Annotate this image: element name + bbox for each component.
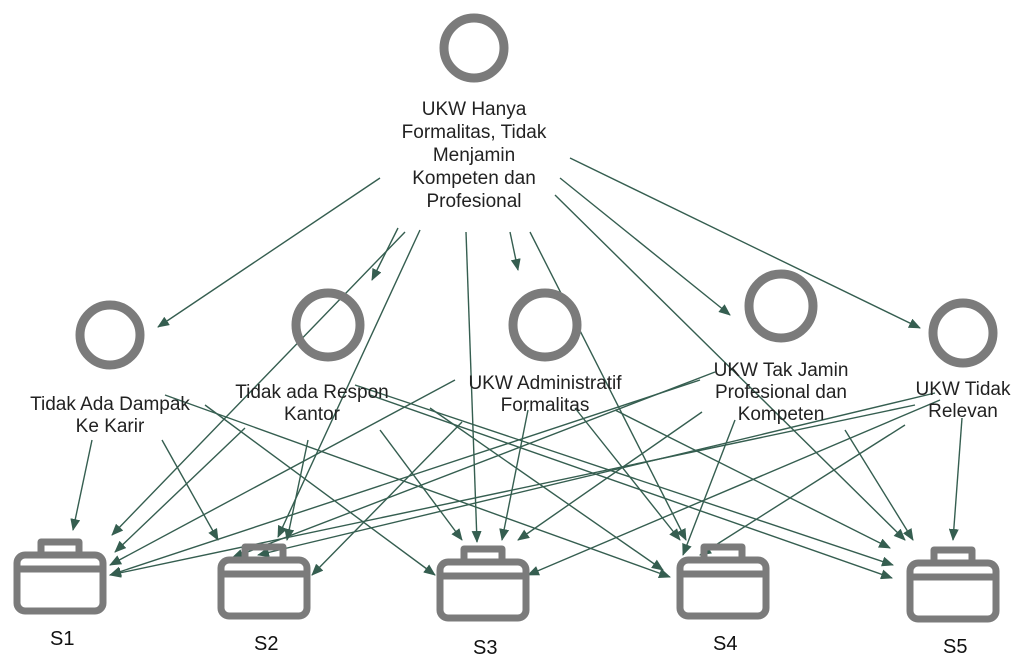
edge-t3-s3 (499, 409, 529, 541)
case-label: S2 (254, 633, 278, 655)
edge-root-t5 (569, 157, 921, 329)
edge-root-s1 (111, 231, 406, 536)
node-label-line: Profesional dan (715, 382, 847, 403)
edge-root-s3 (465, 231, 482, 543)
node-circle-icon (291, 288, 365, 362)
case-s3[interactable]: S3 (436, 545, 530, 658)
briefcase-icon (217, 543, 311, 620)
edge-t1-s5 (369, 394, 893, 580)
node-circle-icon (439, 13, 509, 83)
edge-root-s2 (277, 229, 421, 538)
edge-t1-s1 (70, 439, 93, 531)
node-label-line: Menjamin (433, 145, 515, 166)
node-label-line: Kompeten (738, 404, 825, 425)
briefcase-icon (13, 538, 107, 615)
edge-root-s5 (554, 194, 906, 541)
node-label-line: Kantor (284, 404, 341, 425)
edge-root-s4 (529, 231, 687, 541)
edge-t4-s3 (517, 411, 703, 541)
edge-t3-s1 (109, 379, 456, 566)
node-label-line: Tidak ada Respon (235, 382, 389, 403)
edge-t5-s2 (257, 392, 936, 558)
case-label: S3 (473, 637, 497, 658)
briefcase-icon (436, 545, 530, 622)
case-label: S4 (713, 633, 737, 655)
edges-layer (70, 157, 963, 580)
case-label: S5 (943, 636, 967, 658)
edge-root-t3 (509, 231, 521, 271)
edge-t5-s4 (699, 424, 906, 556)
case-label: S1 (50, 628, 74, 650)
edge-t5-s3 (527, 399, 941, 576)
edge-t4-s2 (231, 371, 716, 559)
node-label-line: Profesional (426, 191, 521, 212)
edge-t1-s3 (204, 404, 436, 576)
edge-root-t1 (157, 177, 381, 328)
briefcase-icon (906, 546, 1000, 623)
edge-t5-s5 (948, 417, 963, 541)
edge-root-t4 (559, 177, 731, 316)
edge-t2-s5 (354, 384, 894, 567)
briefcase-icon (676, 543, 770, 620)
edge-t4-s5 (844, 429, 914, 541)
node-label-line: Kompeten dan (412, 168, 536, 189)
case-s5[interactable]: S5 (906, 546, 1000, 658)
node-label-line: Tidak Ada Dampak (30, 394, 190, 415)
edge-t1-s2 (161, 439, 219, 541)
edge-t2-s1 (114, 427, 246, 553)
node-label-line: Ke Karir (76, 416, 145, 437)
edge-root-t2 (371, 227, 399, 281)
case-s1[interactable]: S1 (13, 538, 107, 650)
edge-t4-s4 (682, 419, 736, 556)
edge-t4-s1 (109, 379, 701, 577)
edge-t5-s1 (109, 404, 916, 578)
node-circle-icon (508, 288, 582, 362)
node-label-line: UKW Tak Jamin (714, 360, 849, 381)
case-s2[interactable]: S2 (217, 543, 311, 655)
node-label-line: UKW Tidak (915, 379, 1011, 400)
node-label-line: UKW Hanya (422, 99, 527, 120)
node-label-line: Relevan (928, 401, 998, 422)
node-circle-icon (75, 300, 145, 370)
node-label-line: Formalitas, Tidak (402, 122, 547, 143)
edge-t2-s4 (429, 407, 664, 571)
edge-t2-s2 (284, 439, 309, 541)
node-circle-icon (928, 298, 998, 368)
node-circle-icon (744, 269, 818, 343)
node-label-line: UKW Administratif (468, 373, 622, 394)
node-label-line: Formalitas (501, 395, 590, 416)
case-s4[interactable]: S4 (676, 543, 770, 655)
